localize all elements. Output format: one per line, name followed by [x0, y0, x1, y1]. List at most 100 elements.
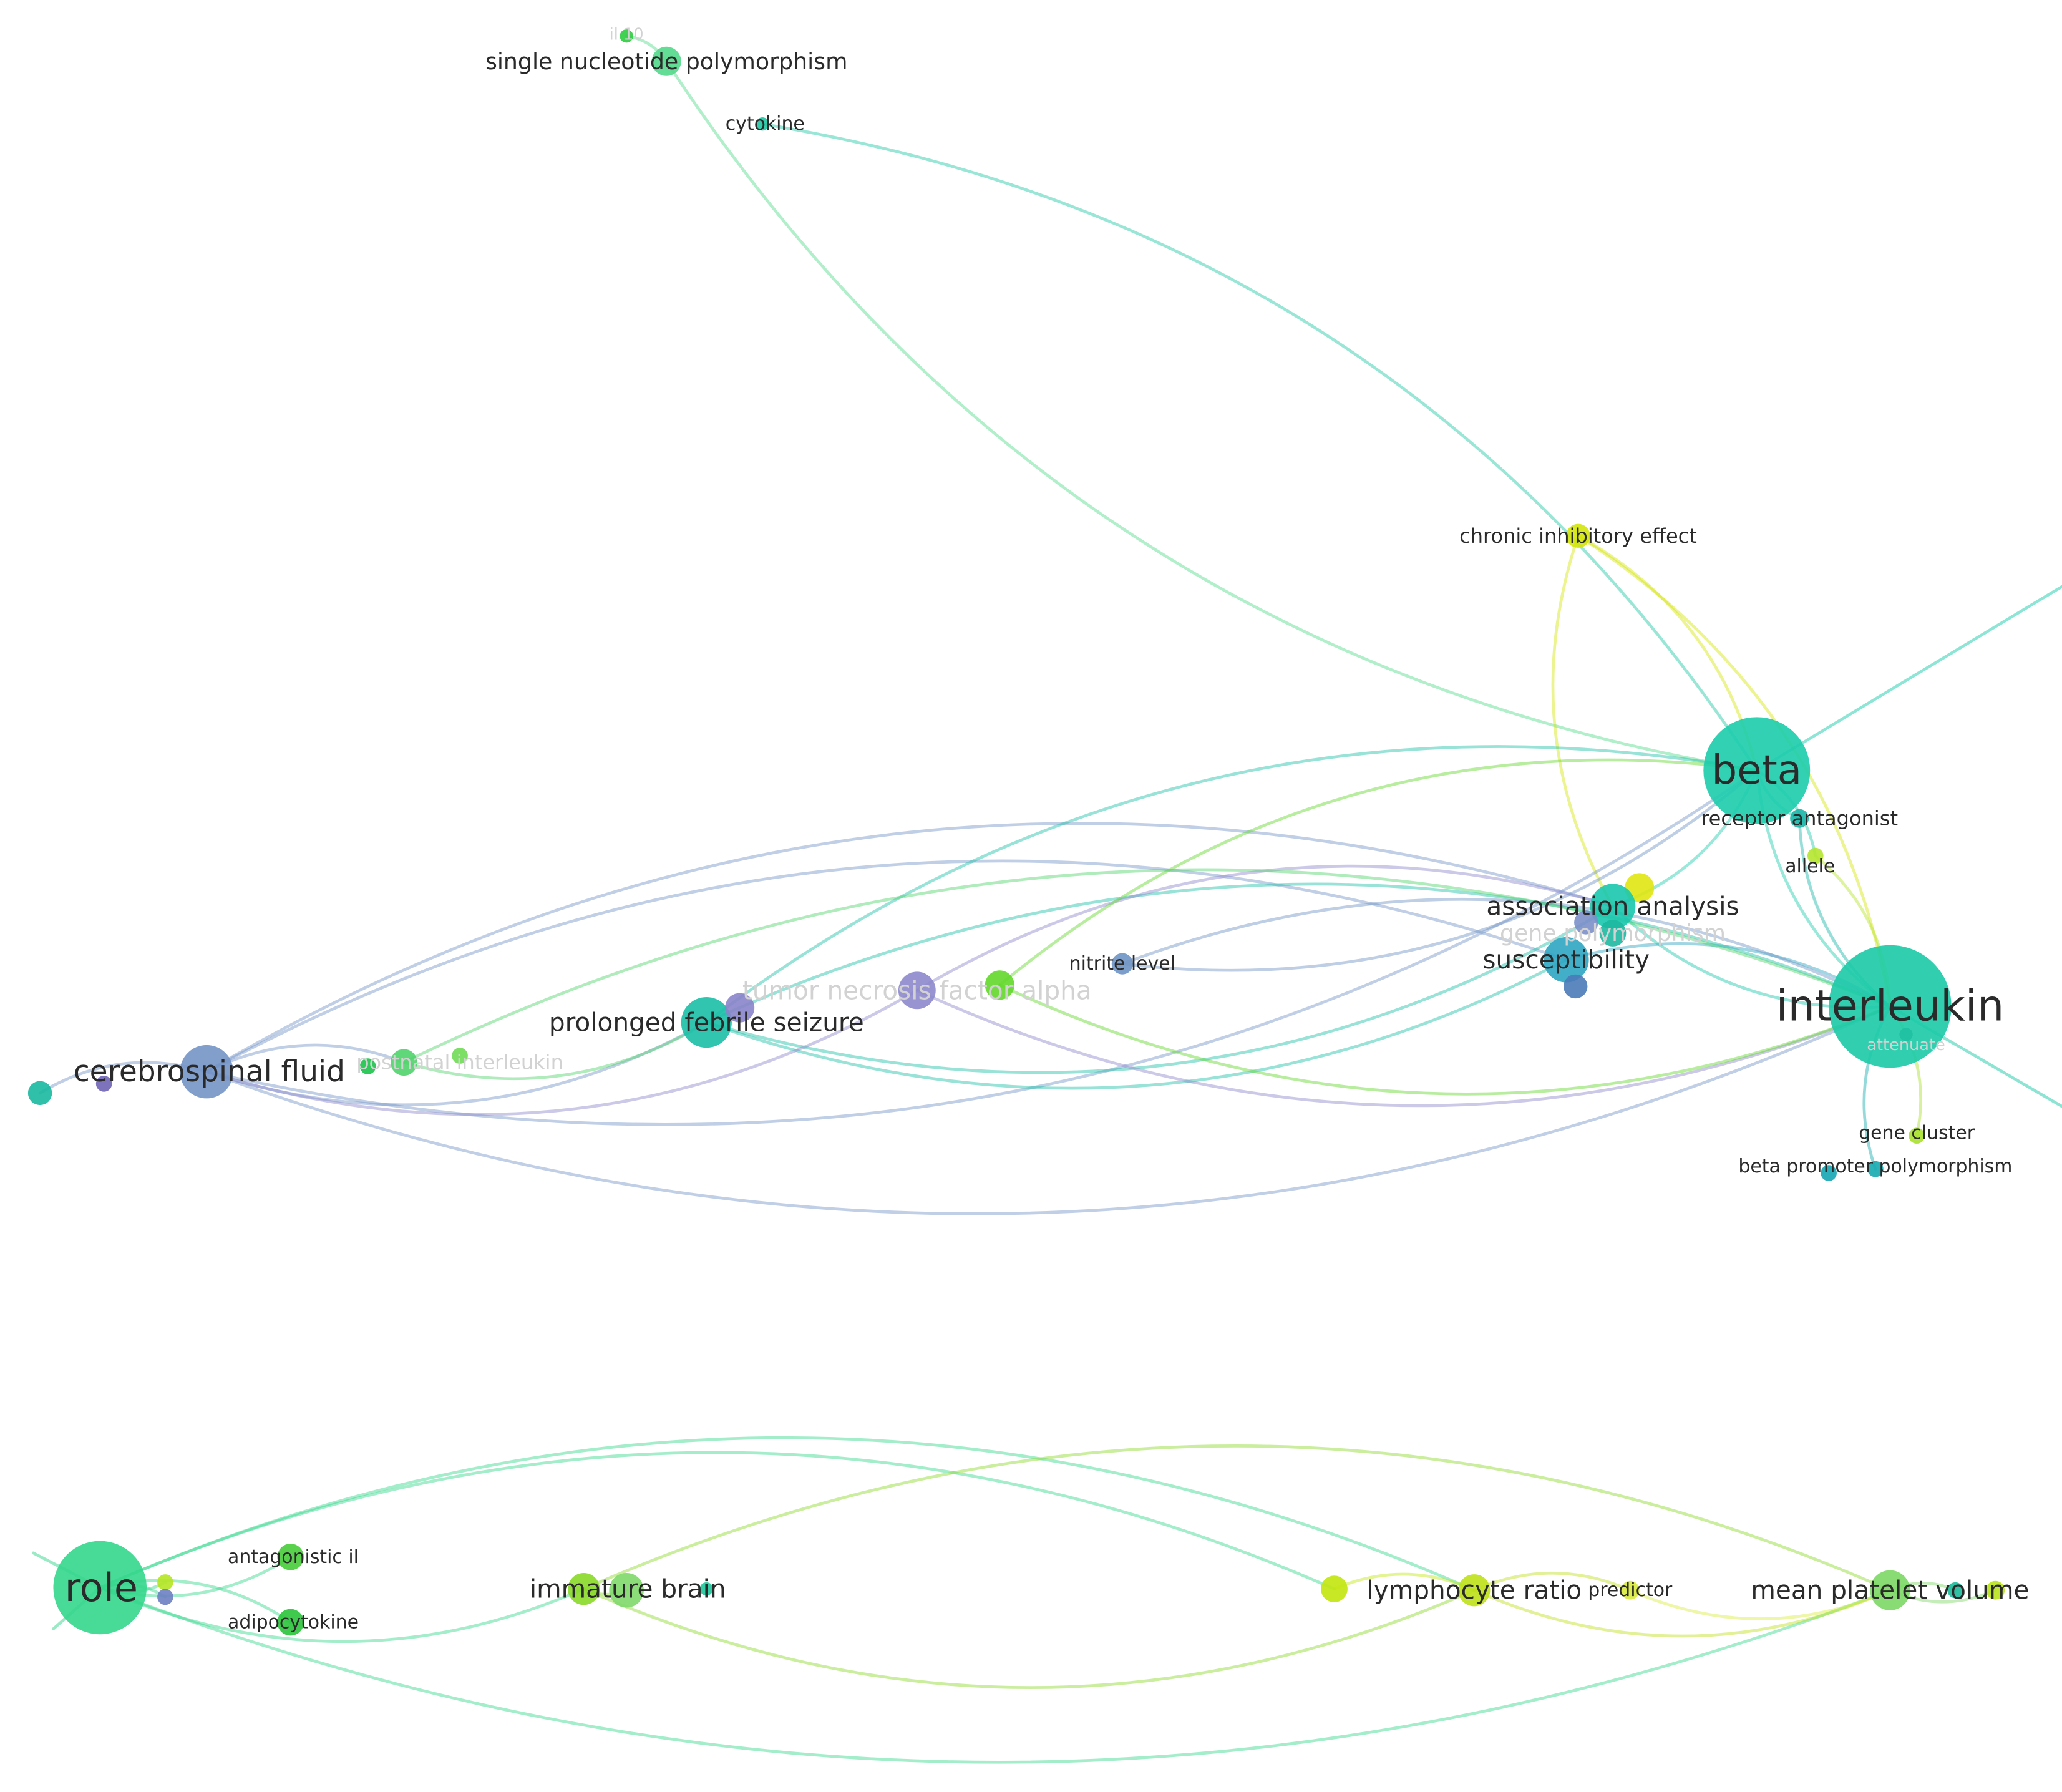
node-beta[interactable]	[1703, 717, 1811, 824]
node-pfs_p[interactable]	[725, 993, 755, 1023]
node-lymph[interactable]	[1458, 1574, 1491, 1607]
node-label-cytokine: cytokine	[726, 113, 805, 135]
edge-postnatal-pfs	[402, 1021, 708, 1081]
node-role_y[interactable]	[157, 1574, 173, 1590]
edge-nitrite-interleukin	[1121, 897, 1892, 1008]
edge-lymph-mpv	[1472, 1589, 1892, 1638]
node-role[interactable]	[53, 1541, 147, 1635]
node-postnatal_b[interactable]	[452, 1048, 468, 1064]
node-allele[interactable]	[1807, 847, 1824, 864]
node-mpv_t[interactable]	[1947, 1582, 1963, 1599]
edge-csf-beta	[205, 769, 1759, 1126]
node-layer	[27, 29, 2005, 1636]
node-lymph_y[interactable]	[1321, 1575, 1348, 1602]
node-genepoly_p[interactable]	[1574, 910, 1598, 935]
node-predictor[interactable]	[1620, 1580, 1640, 1600]
node-snp[interactable]	[651, 46, 681, 76]
edge-lymph-predictor	[1472, 1571, 1632, 1592]
node-label-role: role	[65, 1565, 138, 1610]
node-label-allele: allele	[1785, 855, 1835, 877]
node-betapromoter2[interactable]	[1821, 1165, 1837, 1181]
node-label-genepoly: gene polymorphism	[1500, 920, 1726, 947]
edge-immature-lymph	[582, 1587, 1476, 1689]
node-interleukin[interactable]	[1829, 945, 1952, 1068]
node-attenuate[interactable]	[1899, 1028, 1913, 1041]
edge-role-immature	[98, 1586, 586, 1643]
node-label-predictor: predictor	[1588, 1579, 1673, 1601]
node-cytokine[interactable]	[756, 117, 769, 131]
node-immature_c[interactable]	[699, 1582, 713, 1596]
node-mpv[interactable]	[1870, 1570, 1910, 1610]
node-postnatal[interactable]	[390, 1049, 417, 1076]
node-genecluster[interactable]	[1909, 1127, 1925, 1144]
node-label-postnatal: postnatal interleukin	[356, 1051, 563, 1074]
edge-immature-mpv	[582, 1444, 1892, 1592]
node-label-receptor: receptor antagonist	[1701, 807, 1898, 830]
node-label-attenuate: attenuate	[1867, 1036, 1945, 1054]
edge-tnf-assoc	[915, 864, 1615, 992]
node-role_b[interactable]	[157, 1589, 173, 1605]
node-label-pfs: prolonged febrile seizure	[549, 1008, 864, 1038]
edge-pfs-interleukin	[704, 882, 1892, 1024]
edge-pfs-suscept	[704, 958, 1568, 1090]
edge-csf-pfs	[205, 1021, 708, 1106]
node-label-il10: il 10	[610, 26, 644, 44]
node-label-assoc: association analysis	[1486, 892, 1739, 922]
node-label-csf: cerebrospinal fluid	[74, 1054, 345, 1089]
label-layer: il 10 single nucleotide polymorphism cytok…	[65, 26, 2030, 1634]
node-csf_p[interactable]	[95, 1076, 112, 1092]
edge-beta-offcanvas	[1755, 585, 2062, 772]
edge-postnatal-interleukin	[402, 868, 1892, 1064]
edge-tnf_g-interleukin	[998, 983, 1892, 1096]
node-receptor[interactable]	[1790, 809, 1809, 828]
node-tnf[interactable]	[898, 971, 936, 1010]
node-label-interleukin: interleukin	[1776, 981, 2005, 1031]
node-label-mpv: mean platelet volume	[1751, 1575, 2029, 1605]
node-nitrite[interactable]	[1111, 953, 1133, 975]
node-genepoly[interactable]	[1599, 920, 1627, 947]
edge-pfs-assoc	[704, 905, 1615, 1074]
node-postnatal_a[interactable]	[359, 1058, 376, 1074]
edge-csf-interleukin	[205, 1005, 1892, 1215]
edge-role-lymph_y	[98, 1451, 1336, 1590]
edge-predictor-mpv	[1628, 1589, 1892, 1620]
node-suscept[interactable]	[1543, 937, 1589, 983]
node-csf_t[interactable]	[27, 1081, 52, 1106]
edge-lymph_y-lymph	[1333, 1572, 1476, 1592]
edge-csf-postnatal	[205, 1043, 406, 1074]
node-label-tnf: tumor necrosis factor alpha	[742, 975, 1092, 1005]
node-label-adipo: adipocytokine	[228, 1611, 359, 1633]
node-label-antagil: antagonistic il	[228, 1546, 359, 1568]
edge-csf-suscept	[205, 859, 1568, 1074]
node-pfs[interactable]	[681, 997, 732, 1048]
node-il10[interactable]	[620, 29, 633, 43]
node-suscept_b[interactable]	[1563, 974, 1588, 999]
edge-csf-assoc	[205, 822, 1615, 1074]
node-antagil[interactable]	[277, 1543, 304, 1570]
node-label-lymph: lymphocyte ratio	[1366, 1575, 1582, 1605]
node-betapromoter[interactable]	[1867, 1161, 1884, 1177]
node-assoc[interactable]	[1590, 884, 1636, 930]
edge-tnf-interleukin	[915, 988, 1892, 1108]
node-csf[interactable]	[180, 1045, 233, 1099]
edge-nitrite-beta	[1121, 769, 1759, 972]
node-label-betapromoter: beta promoter polymorphism	[1738, 1156, 2012, 1177]
node-immature[interactable]	[568, 1572, 600, 1605]
edge-tnf_g-beta	[998, 758, 1759, 987]
node-label-suscept: susceptibility	[1482, 945, 1650, 975]
node-label-nitrite: nitrite level	[1069, 953, 1175, 975]
node-adipo[interactable]	[277, 1609, 304, 1636]
edge-role-lymph	[98, 1436, 1476, 1592]
node-chronic[interactable]	[1566, 523, 1590, 548]
edge-chronic-assoc	[1551, 534, 1615, 908]
edge-pfs-beta	[704, 745, 1759, 1024]
edge-snp-beta	[664, 59, 1759, 772]
node-label-snp: single nucleotide polymorphism	[485, 48, 848, 75]
node-label-chronic: chronic inhibitory effect	[1459, 524, 1697, 548]
node-immature_b[interactable]	[609, 1572, 644, 1608]
edge-cytokine-beta	[761, 122, 1759, 772]
node-label-beta: beta	[1712, 747, 1802, 794]
node-tnf_g[interactable]	[985, 970, 1014, 1000]
node-mpv_y[interactable]	[1986, 1580, 2005, 1600]
